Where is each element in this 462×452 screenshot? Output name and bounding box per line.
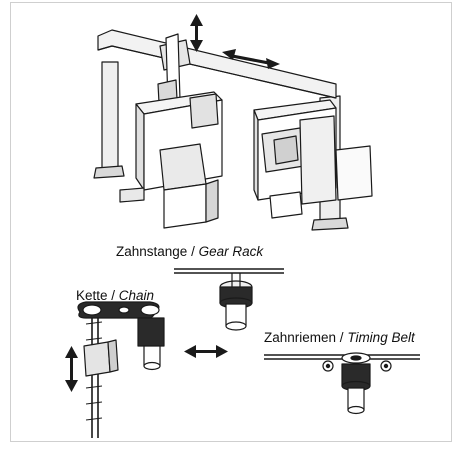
vertical-motion-arrow-icon <box>190 14 203 52</box>
label-gear-rack: Zahnstange / Gear Rack <box>116 244 264 259</box>
horizontal-motion-arrow-icon <box>222 49 280 69</box>
figure-frame <box>10 2 452 442</box>
gantry-robot-illustration <box>93 29 373 231</box>
gear-rack-illustration <box>174 268 284 331</box>
label-timing-belt: Zahnriemen / Timing Belt <box>264 330 415 345</box>
chain-vertical-arrow-icon <box>65 346 78 392</box>
label-chain: Kette / Chain <box>76 288 155 303</box>
chain-drive-illustration <box>77 301 165 438</box>
double-arrow-icon <box>184 345 228 358</box>
timing-belt-illustration <box>264 352 420 415</box>
